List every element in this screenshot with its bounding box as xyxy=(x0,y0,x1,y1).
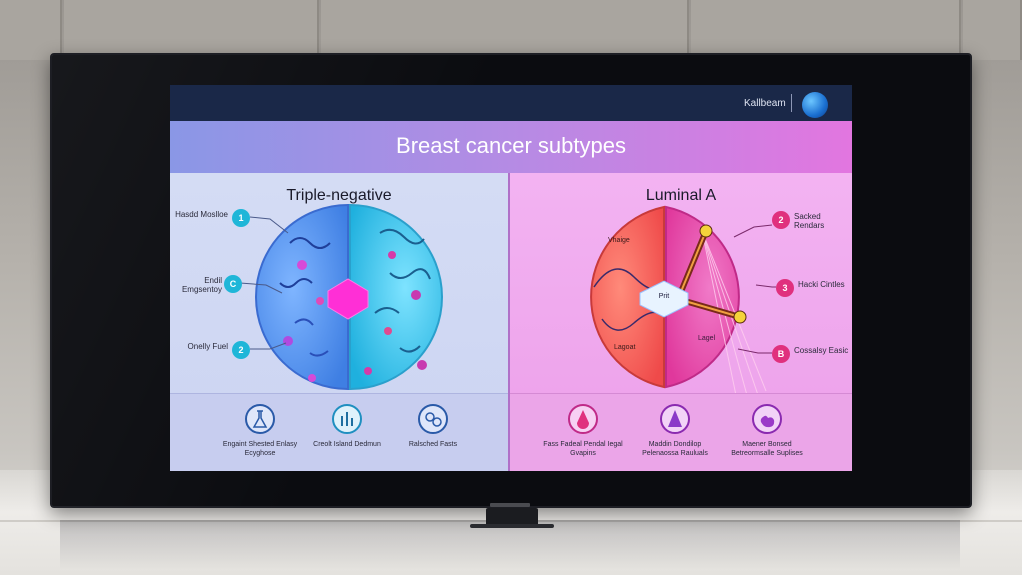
callout-label: Onelly Fuel xyxy=(187,342,228,351)
callout-badge: 1 xyxy=(232,209,250,227)
right-callout-connectors xyxy=(733,224,776,354)
icon-caption: Creolt Island Dedmun xyxy=(313,441,381,448)
slide-screen: Kallbeam Breast cancer subtypes Triple-n… xyxy=(170,85,852,471)
triple-negative-cell-diagram xyxy=(239,203,443,391)
icon-caption: Fass Fadeal Pendal Iegal Gvapins xyxy=(543,441,623,457)
tv-brand-mark xyxy=(490,503,530,507)
tv-stand-foot xyxy=(470,524,554,528)
callout-badge: 2 xyxy=(232,341,250,359)
panel-luminal-a: Luminal A xyxy=(510,173,852,471)
hand-icon xyxy=(752,404,782,434)
flask-icon xyxy=(245,404,275,434)
callout-label: Hacki Cintles xyxy=(798,280,845,289)
wall-panel xyxy=(963,0,1022,60)
icon-caption: Engaint Shested Enlasy Ecyghose xyxy=(222,441,298,457)
callout-label: Endil Emgsentoy xyxy=(181,276,222,294)
luminal-a-cell-diagram xyxy=(590,205,776,406)
wall-panel xyxy=(691,0,961,60)
logo-globe-icon xyxy=(802,92,828,118)
callout-label: Cossalsy Easic xyxy=(794,346,849,355)
cell-core-hexagon xyxy=(639,280,689,318)
panel-title: Luminal A xyxy=(645,187,717,204)
icon-caption: Maddin Dondilop Pelenaossa Rauluals xyxy=(642,441,708,457)
wall-panel xyxy=(0,0,62,60)
core-label: Prit xyxy=(658,293,670,300)
callout-label: Hasdd Moslloe xyxy=(175,210,228,219)
title-band: Breast cancer subtypes xyxy=(170,121,852,173)
cell-texture xyxy=(279,228,431,357)
icon-caption: Ralsched Fasts xyxy=(408,441,458,448)
callout-badge: B xyxy=(772,345,790,363)
cell-left-half xyxy=(590,205,665,389)
panel-triple-negative: Triple-negative xyxy=(170,173,508,471)
logo-text: Kallbeam xyxy=(744,98,786,109)
chart-icon xyxy=(332,404,362,434)
region-label: Vhaige xyxy=(608,237,630,244)
bottom-icon-strip: Engaint Shested Enlasy Ecyghose Creolt I… xyxy=(170,393,508,471)
cell-nuclei xyxy=(283,251,427,382)
receptor-arms xyxy=(675,224,747,324)
tv-reflection xyxy=(60,520,960,570)
cell-core-hexagon xyxy=(327,278,369,320)
callout-label: Sacked Rendars xyxy=(794,212,825,230)
bottom-icon-strip: Fass Fadeal Pendal Iegal Gvapins Maddin … xyxy=(510,393,852,471)
callout-badge: 2 xyxy=(772,211,790,229)
panel-divider xyxy=(508,173,510,471)
drop-icon xyxy=(568,404,598,434)
cone-icon xyxy=(660,404,690,434)
region-label: Lagel xyxy=(698,335,716,342)
icon-caption: Maener Bonsed Betreormsalle Suplises xyxy=(731,441,803,457)
panel-title: Triple-negative xyxy=(286,187,392,204)
slide-title: Breast cancer subtypes xyxy=(396,133,626,158)
left-callout-connectors xyxy=(239,216,289,350)
wall-panel xyxy=(64,0,319,60)
cell-right-half xyxy=(349,203,443,391)
cell-right-half xyxy=(665,205,740,389)
region-label: Lagoat xyxy=(614,344,636,351)
callout-badge: C xyxy=(224,275,242,293)
slide-header-bar: Kallbeam xyxy=(170,85,852,121)
logo-separator xyxy=(791,94,792,112)
tv-stand xyxy=(486,508,538,526)
callout-badge: 3 xyxy=(776,279,794,297)
wall-panel xyxy=(321,0,689,60)
cells-icon xyxy=(418,404,448,434)
